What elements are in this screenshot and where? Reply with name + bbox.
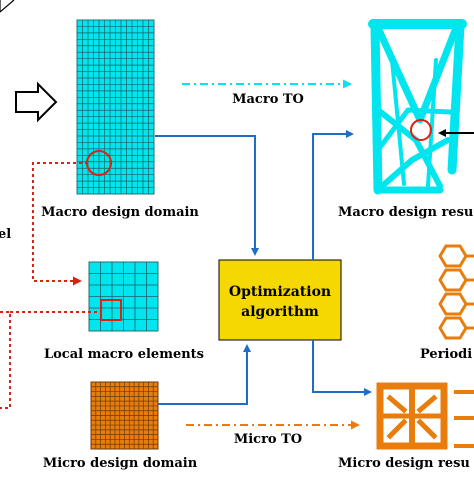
blue-arrow-macro-to-optimizer (155, 135, 259, 256)
periodic-label: Periodi (420, 347, 472, 362)
red-dotted-link (0, 311, 11, 409)
red-dotted-arrow-to-local (32, 162, 88, 286)
micro-domain-label: Micro design domain (43, 456, 198, 471)
macro-design-result-structure (368, 19, 467, 195)
blue-arrow-optimizer-to-macro-result (312, 130, 354, 260)
optimizer-line-1: Optimization (229, 284, 331, 300)
macro-design-domain-grid (76, 19, 155, 195)
macro-result-label: Macro design resu (338, 205, 473, 220)
macro-to-label: Macro TO (232, 92, 304, 107)
periodic-structure (438, 244, 474, 340)
corner-fragment (0, 0, 15, 13)
micro-to-label: Micro TO (234, 432, 302, 447)
local-focus-square (100, 299, 122, 321)
macro-result-focus-circle (410, 119, 432, 141)
micro-result-label: Micro design resu (338, 456, 470, 471)
left-fragment-label: el (0, 227, 11, 242)
macro-domain-label: Macro design domain (41, 205, 199, 220)
optimization-algorithm-box (218, 259, 342, 341)
local-macro-elements-grid (88, 261, 159, 332)
local-elements-label: Local macro elements (44, 347, 204, 362)
orange-fragment-right (454, 390, 474, 448)
micro-design-domain-grid (90, 381, 159, 450)
micro-design-result-structure (376, 382, 448, 450)
optimizer-line-2: algorithm (241, 304, 319, 320)
hollow-input-arrow-icon (15, 81, 58, 123)
blue-arrow-optimizer-to-micro-result (312, 340, 372, 396)
blue-arrow-micro-to-optimizer (158, 344, 251, 405)
